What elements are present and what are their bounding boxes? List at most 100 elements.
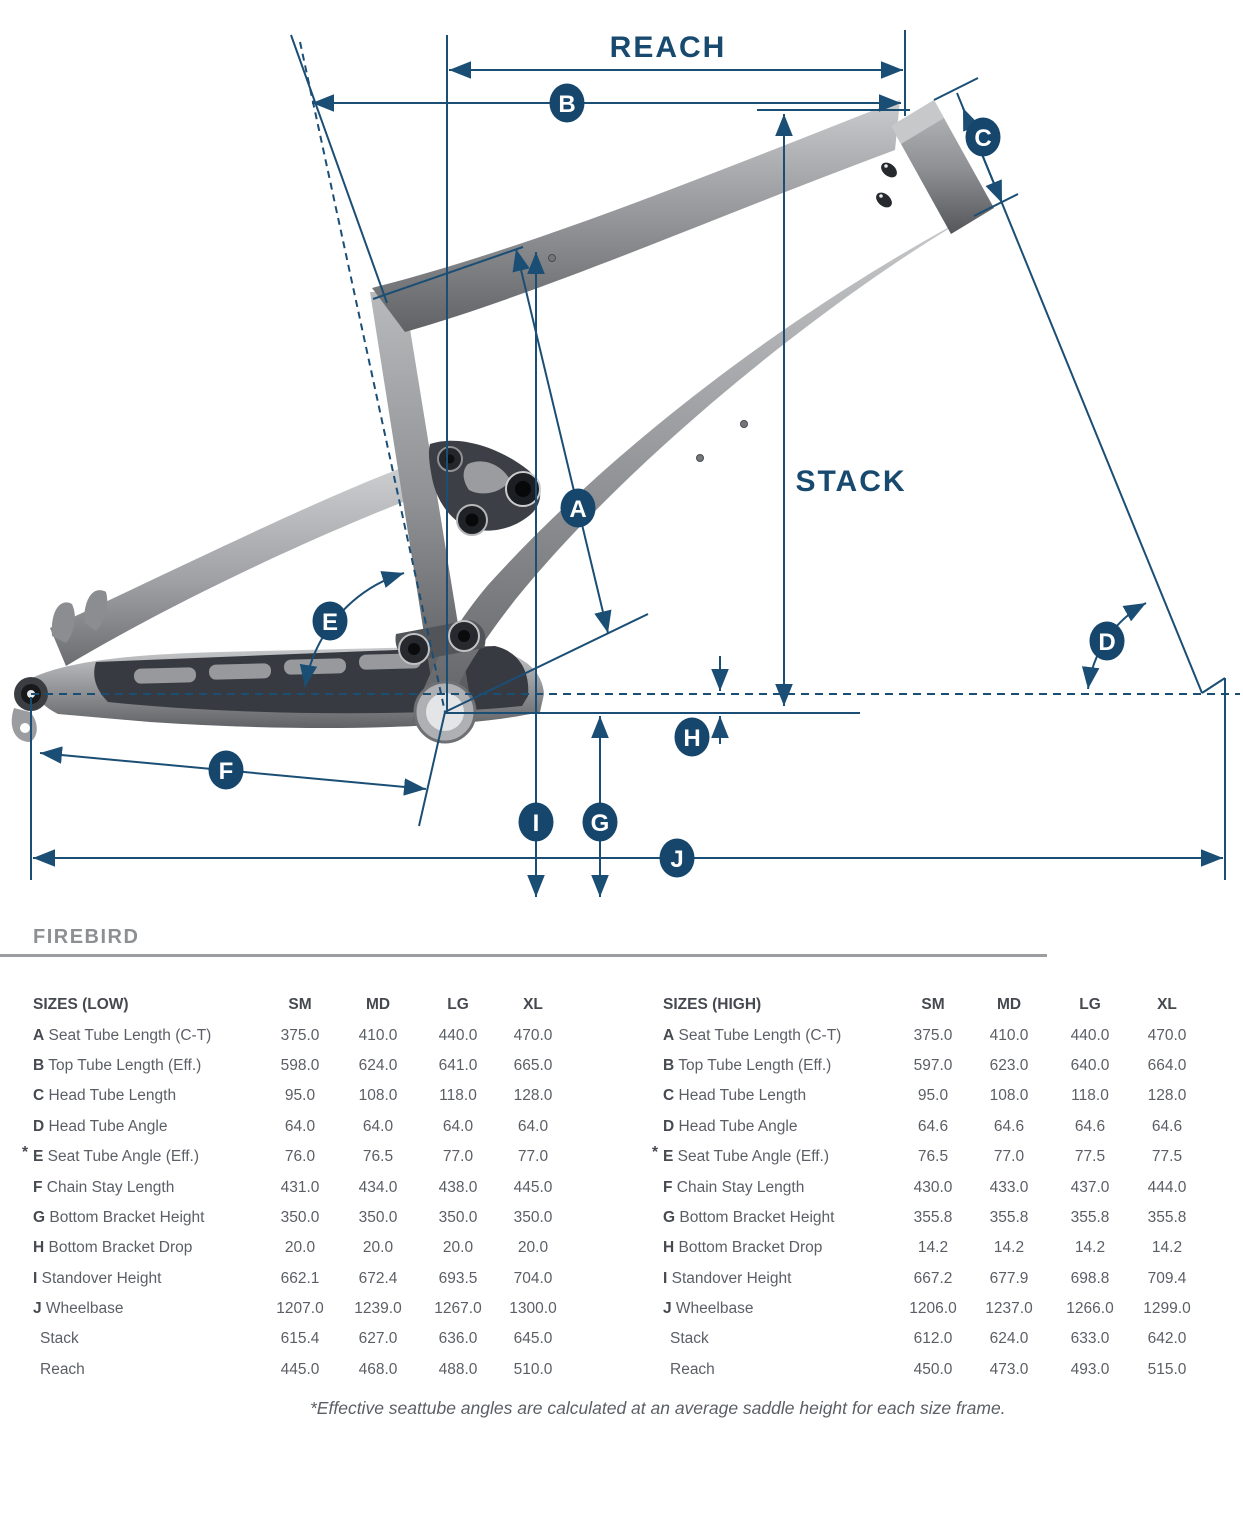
cell-value: 693.5 [438,1269,478,1287]
cell-value: 118.0 [1071,1087,1109,1105]
cell-value: 597.0 [913,1056,953,1074]
row-label: B Top Tube Length (Eff.) [663,1056,832,1074]
svg-text:E: E [322,609,338,636]
cell-value: 64.0 [442,1117,474,1135]
cell-value: 1267.0 [434,1300,482,1318]
badge-d: D [1089,621,1125,661]
cell-value: 108.0 [989,1087,1029,1105]
row-label: B Top Tube Length (Eff.) [33,1056,202,1074]
cell-value: 677.9 [989,1269,1029,1287]
cell-value: 410.0 [358,1026,398,1044]
badge-g: G [582,802,618,842]
svg-text:G: G [591,810,610,837]
badge-h: H [674,717,710,757]
cell-value: 470.0 [1147,1026,1187,1044]
row-label: D Head Tube Angle [33,1117,168,1135]
cell-value: 612.0 [913,1330,953,1348]
cell-value: 444.0 [1147,1178,1187,1196]
cell-value: 440.0 [1070,1026,1110,1044]
cell-value: 430.0 [913,1178,953,1196]
cell-value: 118.0 [439,1087,477,1105]
svg-text:H: H [683,725,700,752]
stack-label: STACK [795,465,906,498]
row-label: I Standover Height [33,1269,162,1287]
badge-b: B [549,83,585,123]
cell-value: 128.0 [1147,1087,1187,1105]
cell-value: 64.0 [362,1117,394,1135]
cell-value: 431.0 [280,1178,320,1196]
cell-value: 1239.0 [354,1300,402,1318]
cell-value: 645.0 [513,1330,553,1348]
cell-value: 64.6 [917,1117,949,1135]
cell-value: 355.8 [1070,1208,1110,1226]
row-label: Reach [670,1360,715,1378]
cell-value: 375.0 [913,1026,953,1044]
cell-value: 1299.0 [1143,1300,1191,1318]
cell-value: 470.0 [513,1026,553,1044]
column-header: SM [288,996,312,1014]
cell-value: 76.5 [362,1148,394,1166]
cell-value: 665.0 [513,1056,553,1074]
cell-value: 704.0 [513,1269,553,1287]
row-label: Stack [670,1330,709,1348]
cell-value: 64.0 [517,1117,549,1135]
cell-value: 64.6 [1074,1117,1106,1135]
cell-value: 438.0 [438,1178,478,1196]
cell-value: 77.5 [1151,1148,1183,1166]
cell-value: 14.2 [1151,1239,1183,1257]
row-label: Reach [40,1360,85,1378]
cell-value: 128.0 [513,1087,553,1105]
cell-value: 1266.0 [1066,1300,1114,1318]
svg-text:C: C [974,125,991,152]
badge-a: A [560,488,596,528]
cell-value: 64.0 [284,1117,316,1135]
cell-value: 95.0 [917,1087,949,1105]
cell-value: 1237.0 [985,1300,1033,1318]
cell-value: 20.0 [284,1239,316,1257]
cell-value: 450.0 [913,1360,953,1378]
svg-text:B: B [558,91,575,118]
cell-value: 636.0 [438,1330,478,1348]
cell-value: 437.0 [1070,1178,1110,1196]
cell-value: 1206.0 [909,1300,957,1318]
cell-value: 350.0 [358,1208,398,1226]
svg-text:F: F [219,758,234,785]
cell-value: 633.0 [1070,1330,1110,1348]
table-title: SIZES (HIGH) [663,996,762,1014]
column-header: XL [523,996,543,1014]
row-label: C Head Tube Length [33,1087,177,1105]
row-label: *E Seat Tube Angle (Eff.) [652,1144,830,1166]
table-row: D Head Tube Angle 64.0 64.0 64.0 64.0 [25,1112,585,1142]
column-header: XL [1157,996,1177,1014]
cell-value: 615.4 [280,1330,320,1348]
cell-value: 515.0 [1147,1360,1187,1378]
cell-value: 14.2 [993,1239,1025,1257]
cell-value: 77.5 [1074,1148,1106,1166]
column-header: SM [921,996,945,1014]
cell-value: 20.0 [362,1239,394,1257]
cell-value: 108.0 [358,1087,398,1105]
row-label: A Seat Tube Length (C-T) [33,1026,212,1044]
cell-value: 77.0 [442,1148,474,1166]
cell-value: 350.0 [513,1208,553,1226]
cell-value: 510.0 [513,1360,553,1378]
cell-value: 473.0 [989,1360,1029,1378]
